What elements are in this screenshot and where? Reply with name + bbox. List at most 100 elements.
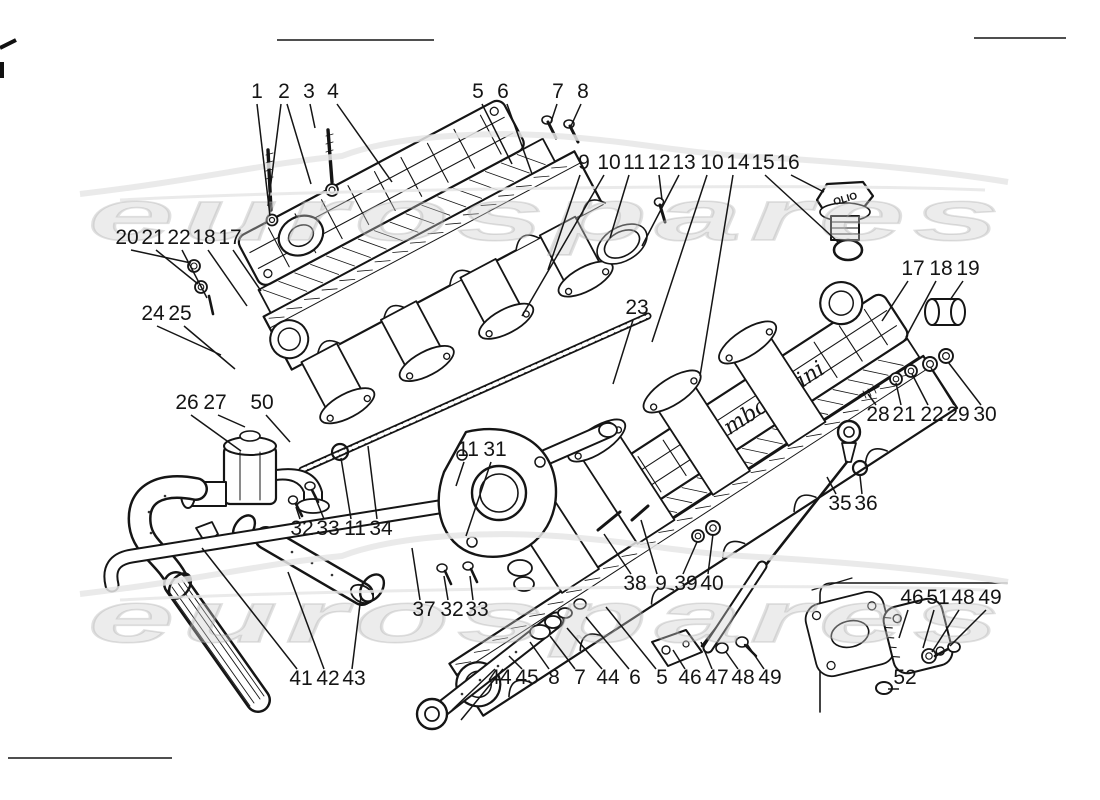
- leader-line-16: [790, 174, 825, 193]
- dipstick-bracket: [651, 629, 703, 667]
- leader-line-37: [411, 547, 421, 601]
- watermark-text-bottom: eurospares: [88, 578, 1008, 658]
- inset-plug: [875, 681, 893, 695]
- callout-35: 35: [828, 492, 851, 515]
- leader-line-25: [183, 325, 236, 370]
- callout-15: 15: [751, 151, 774, 174]
- callout-8: 8: [577, 80, 589, 103]
- callout-17: 17: [901, 257, 924, 280]
- callout-5: 5: [656, 666, 668, 689]
- leader-line-48: [931, 609, 960, 653]
- callout-3: 3: [303, 80, 315, 103]
- callout-45: 45: [515, 666, 538, 689]
- leader-line-7: [550, 103, 558, 123]
- leader-line-36: [859, 475, 863, 495]
- leader-line-18: [905, 280, 937, 338]
- leader-line-10: [651, 174, 708, 343]
- callout-44: 44: [488, 666, 512, 689]
- leader-line-9: [640, 519, 658, 575]
- leader-line-8: [529, 641, 550, 670]
- oil-filler-neck: [819, 281, 864, 326]
- callout-21: 21: [892, 403, 915, 426]
- engine-drawing: Lamborghini: [103, 99, 1008, 731]
- callout-49: 49: [758, 666, 781, 689]
- callout-29: 29: [946, 403, 969, 426]
- reference-lines: [8, 37, 1066, 759]
- leader-line-40: [707, 533, 714, 575]
- leader-line-46: [898, 609, 909, 639]
- callout-6: 6: [629, 666, 641, 689]
- leader-line-48: [725, 651, 739, 670]
- callout-19: 19: [956, 257, 979, 280]
- thermostat-housing: [180, 430, 330, 514]
- leader-line-21: [155, 249, 199, 285]
- callout-47: 47: [705, 666, 728, 689]
- callout-7: 7: [552, 80, 564, 103]
- leader-line-22: [911, 373, 929, 406]
- leader-line-38: [603, 533, 632, 575]
- left-intake-ports: [300, 215, 614, 425]
- callout-10: 10: [597, 151, 620, 174]
- callout-41: 41: [289, 667, 312, 690]
- callout-28: 28: [866, 403, 889, 426]
- callout-17: 17: [218, 226, 241, 249]
- leader-line-47: [700, 641, 713, 670]
- callout-8: 8: [548, 666, 560, 689]
- callout-39: 39: [674, 572, 697, 595]
- callout-46: 46: [678, 666, 701, 689]
- leader-line-10: [521, 174, 605, 317]
- callout-32: 32: [440, 598, 463, 621]
- callout-1: 1: [251, 80, 263, 103]
- callout-18: 18: [192, 226, 215, 249]
- dipstick-oring: [851, 459, 869, 477]
- callout-18: 18: [929, 257, 952, 280]
- leader-line-11: [340, 457, 352, 520]
- leader-line-17: [881, 280, 909, 322]
- leader-line-33: [312, 491, 325, 520]
- callout-14: 14: [726, 151, 750, 174]
- leader-line-32: [295, 506, 301, 520]
- callout-36: 36: [854, 492, 877, 515]
- leader-line-1: [256, 103, 271, 217]
- leader-line-44: [460, 668, 504, 721]
- callout-21: 21: [141, 226, 164, 249]
- callout-13: 13: [672, 151, 695, 174]
- leader-line-45: [508, 655, 523, 670]
- leader-line-44: [451, 668, 496, 711]
- leader-line-30: [947, 361, 982, 406]
- callout-31: 31: [483, 438, 506, 461]
- leader-line-44: [566, 627, 603, 670]
- scan-edge-marks: [0, 38, 17, 78]
- leader-line-26: [190, 414, 242, 452]
- callout-9: 9: [578, 151, 590, 174]
- leader-line-35: [826, 476, 837, 495]
- leader-line-3: [309, 103, 316, 129]
- leader-line-24: [156, 325, 222, 356]
- leader-line-11: [455, 461, 465, 487]
- callout-2: 2: [278, 80, 290, 103]
- cap-plug: [924, 298, 966, 326]
- leader-line-4: [336, 103, 393, 183]
- watermark-top: eurospares: [79, 131, 1009, 257]
- callout-5: 5: [472, 80, 484, 103]
- callout-48: 48: [731, 666, 754, 689]
- callout-27: 27: [203, 391, 226, 414]
- leader-line-39: [682, 541, 698, 575]
- leader-line-29: [930, 367, 955, 406]
- leader-line-49: [746, 643, 765, 670]
- callout-6: 6: [497, 80, 509, 103]
- leader-line-19: [949, 280, 964, 301]
- callout-10: 10: [700, 151, 723, 174]
- leader-line-5: [605, 606, 657, 670]
- callout-42: 42: [316, 667, 339, 690]
- callout-22: 22: [167, 226, 190, 249]
- leader-line-2: [286, 103, 312, 185]
- leader-line-22: [181, 249, 208, 299]
- callout-52: 52: [893, 666, 916, 689]
- callout-38: 38: [623, 572, 646, 595]
- callout-50: 50: [250, 391, 273, 414]
- callout-16: 16: [776, 151, 799, 174]
- leader-line-43: [351, 595, 362, 670]
- leader-line-12: [658, 174, 663, 201]
